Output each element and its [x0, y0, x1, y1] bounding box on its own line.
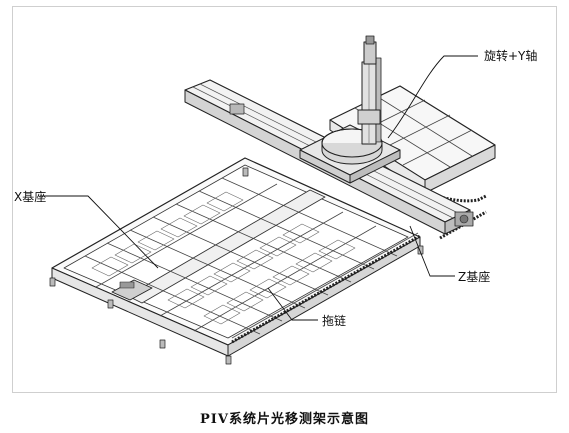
- drag-chain: [231, 232, 421, 344]
- leader-lines: [40, 55, 478, 321]
- label-z-base: Z基座: [458, 270, 491, 284]
- x-base-frame: [49, 157, 424, 365]
- figure-caption: PIV系统片光移测架示意图: [200, 412, 369, 427]
- label-drag-chain: 拖链: [322, 314, 347, 328]
- figure-frame: [12, 6, 557, 393]
- label-x-base: X基座: [14, 190, 47, 204]
- label-rotation-y-axis: 旋转+Y轴: [484, 49, 538, 63]
- rotation-y-axis: [299, 35, 401, 184]
